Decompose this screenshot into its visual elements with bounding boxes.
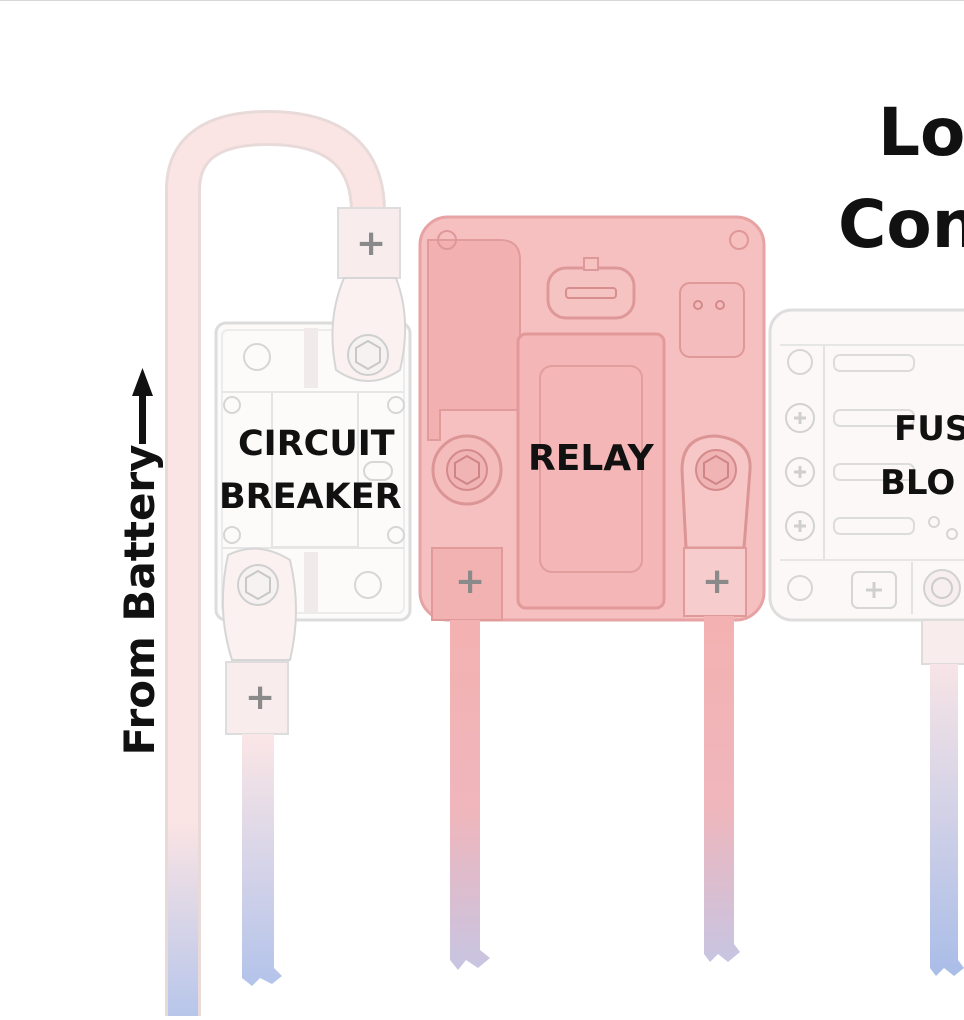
breaker-output-wire: [242, 734, 282, 986]
relay-right-plus-icon: +: [702, 561, 733, 602]
relay: [418, 215, 766, 622]
relay-left-plus-icon: +: [455, 561, 486, 602]
relay-left-wire: [450, 620, 490, 970]
battery-loop-wire: [165, 109, 386, 1016]
fuse-block: [768, 308, 964, 976]
from-battery-label: From Battery: [115, 444, 164, 756]
circuit-breaker-label-line-2: BREAKER: [219, 477, 402, 517]
title-line-1: Lo: [878, 94, 964, 171]
breaker-bottom-plus-icon: +: [245, 677, 276, 718]
fuse-block-label-line-1: FUS: [894, 409, 964, 449]
breaker-top-terminal: [331, 207, 407, 382]
relay-right-wire: [704, 616, 740, 962]
circuit-breaker: [214, 321, 412, 622]
breaker-bottom-terminal: [221, 547, 297, 735]
circuit-breaker-label-line-1: CIRCUIT: [238, 424, 395, 464]
fuse-block-label-line-2: BLO: [880, 463, 956, 503]
relay-label: RELAY: [528, 438, 654, 479]
title-line-2: Con: [838, 186, 964, 263]
breaker-top-plus-icon: +: [356, 223, 387, 264]
up-arrow-icon: [132, 368, 153, 444]
